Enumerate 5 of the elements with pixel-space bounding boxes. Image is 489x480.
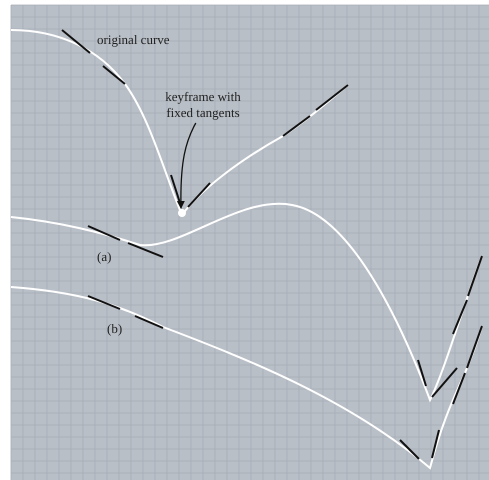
curve-label: original curve <box>97 32 170 48</box>
curve-label: (a) <box>97 249 112 265</box>
curve-label: (b) <box>107 321 122 337</box>
arrow <box>176 122 196 209</box>
callout-text: keyframe with fixed tangents <box>158 89 248 121</box>
